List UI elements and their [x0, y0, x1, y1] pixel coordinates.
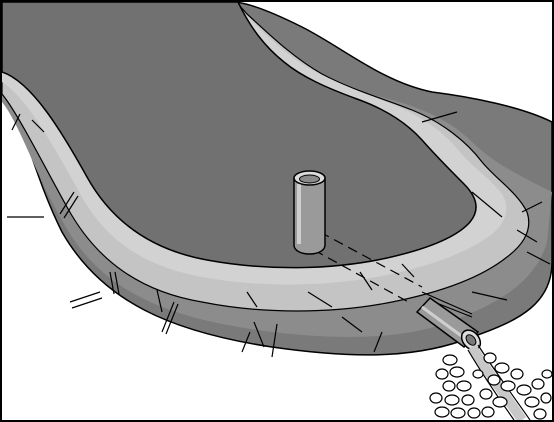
pond-water [2, 2, 477, 269]
bank-hatching [7, 111, 551, 358]
buried-pipe-dashed [313, 231, 423, 305]
drain-pipe-icon [415, 297, 482, 351]
gravel-soakaway-icon [429, 352, 552, 420]
vertical-overflow-pipe-icon [293, 170, 326, 255]
